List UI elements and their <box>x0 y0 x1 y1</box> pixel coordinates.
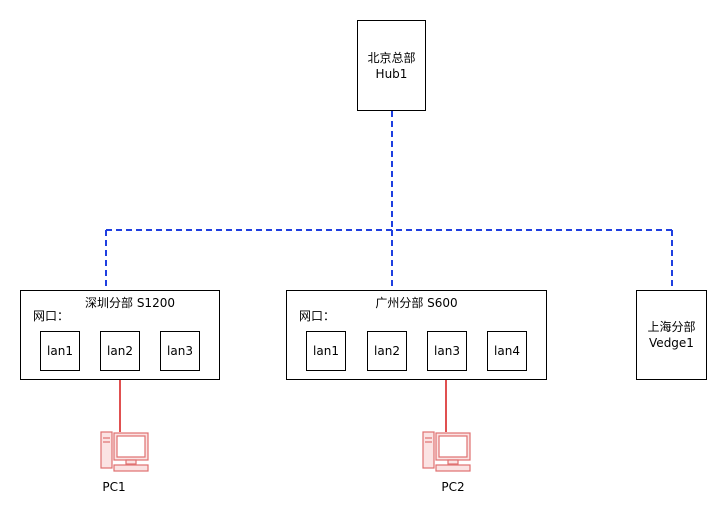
hub-node-name: 北京总部 <box>367 50 416 65</box>
port-caption: 网口： <box>299 309 336 323</box>
port-caption: 网口： <box>33 309 70 323</box>
port-lan1[interactable]: lan1 <box>306 331 346 371</box>
desktop-pc-icon[interactable] <box>422 430 472 474</box>
hub-node-label: 北京总部 Hub1 <box>358 21 425 110</box>
branch-node-title: 深圳分部 S1200 <box>85 296 175 310</box>
port-lan3[interactable]: lan3 <box>427 331 467 371</box>
port-lan3[interactable]: lan3 <box>160 331 200 371</box>
branch-node-shanghai[interactable]: 上海分部 Vedge1 <box>636 290 707 380</box>
pc-label: PC2 <box>441 480 465 494</box>
branch-node-name: 上海分部 <box>647 320 696 334</box>
branch-node-title: 广州分部 S600 <box>375 296 458 310</box>
hub-node-beijing[interactable]: 北京总部 Hub1 <box>357 20 426 111</box>
branch-node-model: Vedge1 <box>649 336 694 350</box>
hub-node-model: Hub1 <box>375 66 408 81</box>
branch-node-guangzhou[interactable]: 广州分部 S600 网口： lan1 lan2 lan3 lan4 <box>286 290 547 380</box>
port-lan1[interactable]: lan1 <box>40 331 80 371</box>
port-lan4[interactable]: lan4 <box>487 331 527 371</box>
branch-node-shenzhen[interactable]: 深圳分部 S1200 网口： lan1 lan2 lan3 <box>20 290 220 380</box>
port-lan2[interactable]: lan2 <box>367 331 407 371</box>
branch-node-label: 上海分部 Vedge1 <box>637 291 706 379</box>
port-lan2[interactable]: lan2 <box>100 331 140 371</box>
pc-label: PC1 <box>102 480 126 494</box>
desktop-pc-icon[interactable] <box>100 430 150 474</box>
